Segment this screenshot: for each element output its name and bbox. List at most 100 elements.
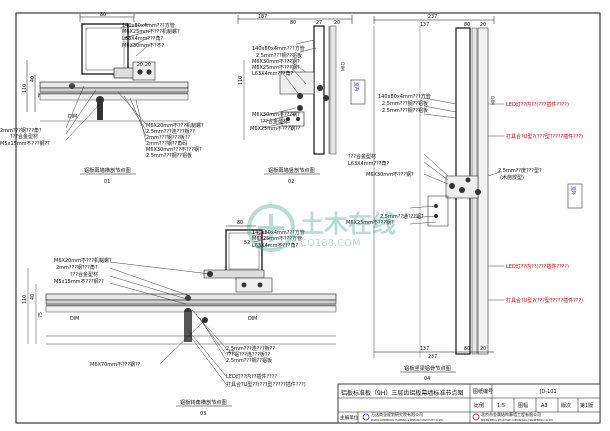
d2-dim-label: DIM xyxy=(339,62,345,71)
d2-dim-27: 27 xyxy=(316,20,322,26)
d4-label-11: (术施放型) xyxy=(500,174,524,181)
d1-number: 01 xyxy=(104,179,110,185)
d3-caption: 铝板转角横剖节点图 xyxy=(180,398,227,406)
tb-title: 铝板标准板（9H）三层齿铝板幕墙标准节点图 xyxy=(341,389,463,397)
tb-size-label: 图幅 xyxy=(518,402,528,409)
d3-aluminum-profile xyxy=(45,293,337,301)
d2-dim-80: 80 xyxy=(290,20,296,26)
d1-label-4: 2mm???钢???角? xyxy=(0,127,42,134)
d1-caption: 铝板幕墙横剖节点图 xyxy=(84,166,131,174)
d1-label-10: 2mm???钢??角码 xyxy=(146,140,187,147)
d3-label-7: 2.5mm???连???板?? xyxy=(226,345,275,352)
d1-aluminum-profile xyxy=(39,81,189,89)
d1-dim-110: 110 xyxy=(22,84,28,93)
d3-label-4: 2mm???钢???角? xyxy=(56,264,98,271)
d1-label-7: M6X20mm不???机制螺? xyxy=(146,122,204,129)
d2-dim-110: 110 xyxy=(238,76,244,85)
d2-label-3: M6X25mm不???钢? xyxy=(252,64,300,71)
d2-caption: 铝板幕墙竖剖节点图 xyxy=(268,166,315,174)
d4-label-8: LED灯??内??(???插件????) xyxy=(506,101,569,108)
d3-label-11: LED灯??内??插件???? xyxy=(226,373,277,380)
d3-label-6: ???合金型材 xyxy=(70,271,98,278)
d4-label-2: 2.5mm???钢??铝板 xyxy=(382,107,428,114)
d2-label-1: 2.5mm???钢??铝板 xyxy=(256,52,302,59)
watermark-sub: CO188.COM xyxy=(300,238,361,249)
d1-label-0: 140x80x4mm???方管 xyxy=(122,22,175,29)
d3-dim-52: 52 xyxy=(244,240,250,246)
d3-label-10: M6X70mm不???钢?? xyxy=(90,361,141,368)
tb-org1: 万达商业规划研究院有限公司 xyxy=(371,411,423,417)
d4-number: 04 xyxy=(424,376,430,382)
d2-label-6: ???合金型材 xyxy=(260,118,288,125)
d3-label-5: M5x15mm不???钢?? xyxy=(54,278,104,285)
d3-label-2: L63X4mm不???角? xyxy=(252,242,298,249)
d3-steel-tube xyxy=(225,229,263,273)
tb-scale: 1:5 xyxy=(497,403,505,409)
d1-label-2: L63X4mm???角? xyxy=(122,35,163,42)
d3-number: 03 xyxy=(200,411,206,417)
d2-number: 02 xyxy=(288,179,294,185)
detail-02: 187 80 27 20 DIM 110 140x80x4mm???方管 2.5… xyxy=(237,14,353,185)
svg-text:20: 20 xyxy=(145,62,151,68)
d2-label-5: M6X30mm不???钢? xyxy=(252,111,300,118)
d2-label-7: M6X25mm不???钢?? xyxy=(250,125,301,132)
d4-label-12: LED灯??内??(???插件????) xyxy=(506,263,569,270)
d4-dim-237-b: 237 xyxy=(428,354,437,360)
d4-label-10: 2.5mm??度???型? xyxy=(498,167,542,174)
d3-label-1: M6X25mm不???方管 xyxy=(252,235,302,242)
d1-steel-tube xyxy=(81,23,129,75)
d4-dim-137: 137 xyxy=(420,22,429,28)
d1-label-5: ???合金型材 xyxy=(10,133,38,140)
d4-tag-outdoor: 室外 xyxy=(570,186,577,195)
tb-rev: 第1版 xyxy=(580,402,593,409)
d1-label-1: M6X25mm不???机制螺? xyxy=(122,28,180,35)
d1-dim-40: 40 xyxy=(30,76,36,82)
d4-dim-80: 80 xyxy=(464,22,470,28)
d3-label-12: 打具合?U型??(???型?????插件???) xyxy=(226,381,306,388)
d4-label-1: 2.5mm???钢??铝板 xyxy=(382,100,428,107)
d3-label-3: M6X20mm不???机制螺? xyxy=(54,257,112,264)
d3-angle-bracket xyxy=(203,269,265,279)
d4-dim-237: 237 xyxy=(428,14,437,20)
d1-dim-label: DIM xyxy=(68,114,77,120)
company-logo xyxy=(472,413,480,421)
watermark-logo xyxy=(247,204,295,252)
d1-label-8: 2.5mm???连???板?? xyxy=(146,128,195,135)
d4-dim-label: DIM xyxy=(489,96,495,105)
d4-dim-20: 20 xyxy=(480,22,486,28)
d3-label-0: 140x80x4mm???方管 xyxy=(252,229,305,236)
d3-dim-110: 110 xyxy=(22,295,28,304)
d1-label-9: 2mm???钢???板?? xyxy=(146,134,190,141)
d4-label-5: M6X30mm不???钢? xyxy=(366,171,414,178)
d1-label-6: M5x15mm不???钢?? xyxy=(0,140,50,147)
detail-03: 80 DIM DIM 110 40 75 47 52 xyxy=(22,220,337,417)
d4-dim-80-b: 80 xyxy=(464,346,470,352)
tb-drawing-no: JD-101 xyxy=(539,389,557,395)
d4-dim-137-b: 137 xyxy=(420,346,429,352)
d1-label-12: 2.5mm???钢??铝板 xyxy=(146,152,192,159)
d3-dim-80: 80 xyxy=(237,220,243,226)
d3-dim-75: 75 xyxy=(38,312,44,318)
d3-dim-label: DIM xyxy=(70,316,79,322)
d3-label-9: 2.5mm???钢??铝板 xyxy=(226,357,272,364)
d2-dim-187: 187 xyxy=(258,14,267,20)
d4-tag-indoor: 室内 xyxy=(353,82,360,91)
d2-angle-bracket xyxy=(279,71,315,95)
d4-label-7: 2.5mm??通???铝? xyxy=(380,213,424,220)
d4-label-4: L63X4mm???角? xyxy=(348,160,389,167)
tb-scale-label: 比例 xyxy=(474,402,484,409)
d4-caption: 铝板竖梁铝骨节点图 xyxy=(404,364,451,372)
d3-label-8: ???铝???连???板?? xyxy=(226,351,271,358)
tb-drawing-no-label: 图纸编号 xyxy=(473,388,493,395)
d1-dim-80: 80 xyxy=(100,12,106,18)
d3-dim-label-r: DIM xyxy=(248,316,257,322)
tb-rev-label: 版次 xyxy=(561,402,571,409)
d1-label-3: M6X30mm不?不? xyxy=(122,43,165,49)
d3-dim-40: 40 xyxy=(30,294,36,300)
d4-label-9: 打具合?U型?(???型?????插件???) xyxy=(506,133,583,140)
title-block: 铝板标准板（9H）三层齿铝板幕墙标准节点图 图纸编号 JD-101 比例 1:5… xyxy=(337,383,601,424)
d2-label-4: L63X4mm???角? xyxy=(252,70,293,77)
sheet-border xyxy=(15,12,601,424)
watermark: 土木在线 CO188.COM xyxy=(247,204,396,252)
